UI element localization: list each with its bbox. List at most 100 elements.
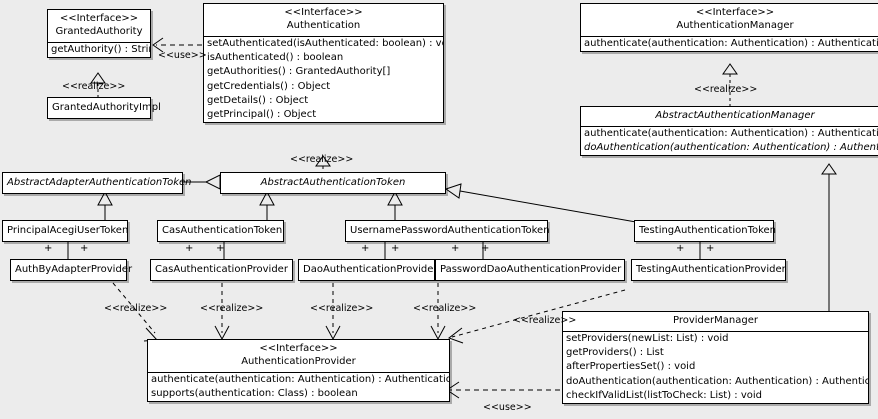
class-members-granted-authority: getAuthority() : String xyxy=(48,42,150,57)
edge-label-use-provider-manager: <<use>> xyxy=(483,402,532,413)
class-name: AbstractAuthenticationManager xyxy=(655,110,815,121)
class-box-granted-authority[interactable]: <<Interface>> GrantedAuthority getAuthor… xyxy=(47,9,151,59)
class-header-auth-by-adapter-provider: AuthByAdapterProvider xyxy=(11,260,133,280)
class-box-testing-authentication-token[interactable]: TestingAuthenticationToken xyxy=(634,220,777,242)
class-box-abstract-authentication-manager[interactable]: AbstractAuthenticationManager authentica… xyxy=(580,106,878,157)
class-header-testing-authentication-token: TestingAuthenticationToken xyxy=(635,221,777,241)
realize-triangle-auth-manager xyxy=(722,63,738,75)
class-name: GrantedAuthority xyxy=(55,26,143,37)
class-header-granted-authority-impl: GrantedAuthorityImpl xyxy=(48,98,161,118)
association-marker-plus: + xyxy=(80,243,89,254)
class-member: doAuthentication(authentication: Authent… xyxy=(566,375,868,387)
class-members-authentication: setAuthenticated(isAuthenticated: boolea… xyxy=(204,36,443,122)
association-marker-plus: + xyxy=(676,243,685,254)
edge-label-realize-granted-authority-impl: <<realize>> xyxy=(62,81,126,92)
class-members-abstract-authentication-manager: authenticate(authentication: Authenticat… xyxy=(581,126,878,155)
edge-label-realize-abstract-auth-manager: <<realize>> xyxy=(694,84,758,95)
class-name: CasAuthenticationProvider xyxy=(155,264,288,275)
association-marker-plus: + xyxy=(361,243,370,254)
class-box-authentication-provider[interactable]: <<Interface>> AuthenticationProvider aut… xyxy=(147,339,450,403)
association-marker-plus: + xyxy=(185,243,194,254)
class-header-provider-manager: ProviderManager xyxy=(563,312,868,331)
class-header-cas-authentication-provider: CasAuthenticationProvider xyxy=(151,260,292,280)
class-member: getAuthorities() : GrantedAuthority[] xyxy=(207,66,391,78)
class-name: CasAuthenticationToken xyxy=(162,225,283,236)
class-member: getProviders() : List xyxy=(566,347,664,359)
class-header-authentication-provider: <<Interface>> AuthenticationProvider xyxy=(148,340,449,372)
class-header-authentication: <<Interface>> Authentication xyxy=(204,4,443,36)
class-name: AuthenticationProvider xyxy=(241,356,356,367)
class-box-provider-manager[interactable]: ProviderManager setProviders(newList: Li… xyxy=(562,311,869,405)
generalization-triangle-provider-manager xyxy=(821,163,837,175)
generalization-arrow-testing-token xyxy=(444,183,462,199)
class-header-cas-authentication-token: CasAuthenticationToken xyxy=(158,221,283,241)
class-box-abstract-authentication-token[interactable]: AbstractAuthenticationToken xyxy=(220,172,446,194)
association-marker-plus: + xyxy=(706,243,715,254)
class-header-abstract-authentication-manager: AbstractAuthenticationManager xyxy=(581,107,878,126)
class-header-abstract-authentication-token: AbstractAuthenticationToken xyxy=(221,173,445,193)
class-stereotype: <<Interface>> xyxy=(284,7,363,18)
class-member: authenticate(authentication: Authenticat… xyxy=(584,38,878,49)
class-box-authentication[interactable]: <<Interface>> Authentication setAuthenti… xyxy=(203,3,444,124)
association-marker-plus: + xyxy=(44,243,53,254)
class-name: AuthenticationManager xyxy=(676,20,794,31)
class-box-auth-by-adapter-provider[interactable]: AuthByAdapterProvider xyxy=(10,259,133,281)
class-name: Authentication xyxy=(286,20,361,31)
class-name: DaoAuthenticationProvider xyxy=(303,264,438,275)
class-member: afterPropertiesSet() : void xyxy=(566,361,696,373)
class-stereotype: <<Interface>> xyxy=(695,7,775,18)
class-box-authentication-manager[interactable]: <<Interface>> AuthenticationManager auth… xyxy=(580,3,878,53)
class-member: getDetails() : Object xyxy=(207,94,309,106)
class-name: PasswordDaoAuthenticationProvider xyxy=(440,264,622,275)
class-member: checkIfValidList(listToCheck: List) : vo… xyxy=(566,389,763,401)
class-member: getCredentials() : Object xyxy=(207,80,331,92)
class-name: GrantedAuthorityImpl xyxy=(52,102,161,113)
class-name: AuthByAdapterProvider xyxy=(15,264,133,275)
edge-label-realize-password-dao-provider: <<realize>> xyxy=(413,303,477,314)
edge-label-realize-testing-provider: <<realize>> xyxy=(513,315,577,326)
class-members-authentication-provider: authenticate(authentication: Authenticat… xyxy=(148,372,449,401)
class-name: TestingAuthenticationToken xyxy=(639,225,777,236)
class-box-abstract-adapter-authentication-token[interactable]: AbstractAdapterAuthenticationToken xyxy=(2,172,192,194)
class-stereotype: <<Interface>> xyxy=(259,343,338,354)
class-box-password-dao-authentication-provider[interactable]: PasswordDaoAuthenticationProvider xyxy=(435,259,625,281)
class-member: authenticate(authentication: Authenticat… xyxy=(151,374,449,385)
class-stereotype: <<Interface>> xyxy=(59,13,139,24)
class-header-granted-authority: <<Interface>> GrantedAuthority xyxy=(48,10,150,42)
class-box-username-password-authentication-token[interactable]: UsernamePasswordAuthenticationToken xyxy=(345,220,550,242)
class-member: setAuthenticated(isAuthenticated: boolea… xyxy=(207,38,443,49)
class-box-cas-authentication-provider[interactable]: CasAuthenticationProvider xyxy=(150,259,293,281)
association-marker-plus: + xyxy=(451,243,460,254)
class-box-cas-authentication-token[interactable]: CasAuthenticationToken xyxy=(157,220,284,242)
class-header-dao-authentication-provider: DaoAuthenticationProvider xyxy=(299,260,438,280)
class-member: getPrincipal() : Object xyxy=(207,109,317,121)
class-name: PrincipalAcegiUserToken xyxy=(7,225,129,236)
class-name: TestingAuthenticationProvider xyxy=(636,264,786,275)
class-box-granted-authority-impl[interactable]: GrantedAuthorityImpl xyxy=(47,97,161,119)
class-header-password-dao-authentication-provider: PasswordDaoAuthenticationProvider xyxy=(436,260,624,280)
edge-label-realize-auth-by-adapter: <<realize>> xyxy=(104,303,168,314)
class-header-authentication-manager: <<Interface>> AuthenticationManager xyxy=(581,4,878,36)
class-box-dao-authentication-provider[interactable]: DaoAuthenticationProvider xyxy=(298,259,438,281)
association-marker-plus: + xyxy=(391,243,400,254)
class-box-principal-acegi-user-token[interactable]: PrincipalAcegiUserToken xyxy=(2,220,128,242)
class-header-username-password-authentication-token: UsernamePasswordAuthenticationToken xyxy=(346,221,550,241)
generalization-arrow-adapter-token xyxy=(204,174,221,190)
class-member: setProviders(newList: List) : void xyxy=(566,333,729,344)
class-member: authenticate(authentication: Authenticat… xyxy=(584,128,878,139)
association-marker-plus: + xyxy=(216,243,225,254)
class-box-testing-authentication-provider[interactable]: TestingAuthenticationProvider xyxy=(631,259,786,281)
class-members-authentication-manager: authenticate(authentication: Authenticat… xyxy=(581,36,878,51)
edge-label-realize-cas-provider: <<realize>> xyxy=(200,303,264,314)
class-name: UsernamePasswordAuthenticationToken xyxy=(350,225,550,236)
edge-label-use-granted-authority: <<use>> xyxy=(158,50,207,61)
class-name: ProviderManager xyxy=(672,315,758,326)
class-member: isAuthenticated() : boolean xyxy=(207,52,344,64)
class-header-abstract-adapter-authentication-token: AbstractAdapterAuthenticationToken xyxy=(3,173,192,193)
class-name: AbstractAuthenticationToken xyxy=(260,177,406,188)
class-member: getAuthority() : String xyxy=(51,44,150,55)
class-header-principal-acegi-user-token: PrincipalAcegiUserToken xyxy=(3,221,129,241)
edge-label-realize-dao-provider: <<realize>> xyxy=(310,303,374,314)
class-member: doAuthentication(authentication: Authent… xyxy=(584,142,878,154)
